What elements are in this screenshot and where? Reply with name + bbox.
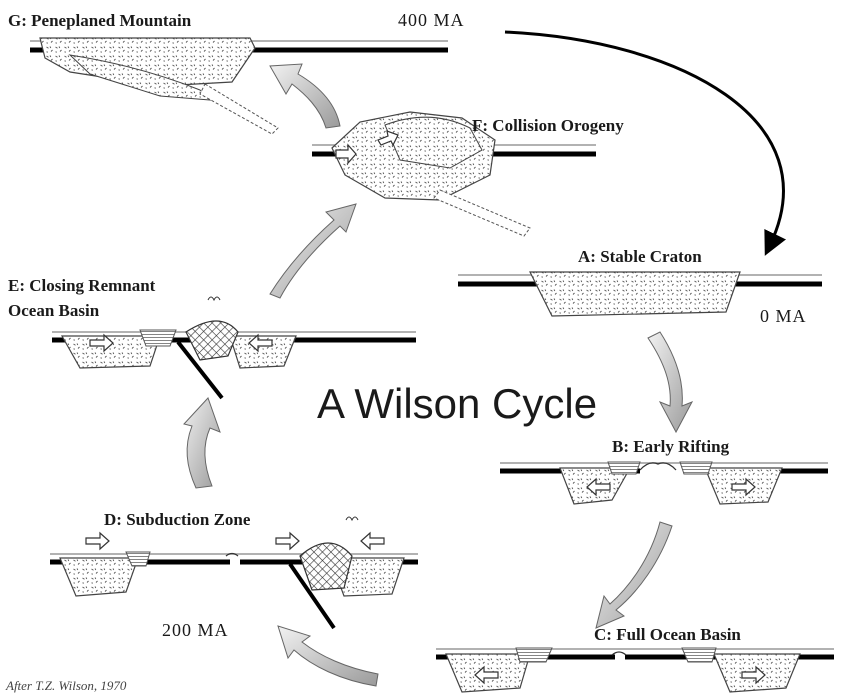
diagram-title: A Wilson Cycle: [317, 380, 597, 427]
stage-a-label: A: Stable Craton: [578, 247, 702, 266]
cycle-arrow-c-to-d: [278, 626, 378, 686]
push-arrow-icon: [276, 533, 299, 549]
stage-d-subduction-zone: D: Subduction Zone: [50, 510, 418, 628]
age-400-label: 400 MA: [398, 10, 465, 30]
stage-e-label-line1: E: Closing Remnant: [8, 276, 156, 295]
credit-text: After T.Z. Wilson, 1970: [5, 678, 127, 693]
stage-c-full-ocean-basin: C: Full Ocean Basin: [436, 625, 834, 692]
stage-e-label-line2: Ocean Basin: [8, 301, 100, 320]
stage-f-collision-orogeny: F: Collision Orogeny: [312, 112, 624, 236]
stage-d-label: D: Subduction Zone: [104, 510, 251, 529]
black-curved-arrow: [505, 32, 783, 245]
cycle-arrow-a-to-b: [648, 332, 692, 432]
age-0-label: 0 MA: [760, 306, 807, 326]
volcano-plume-icon: [346, 517, 358, 520]
push-arrow-icon: [361, 533, 384, 549]
stage-b-early-rifting: B: Early Rifting: [500, 437, 828, 504]
cycle-arrow-d-to-e: [184, 398, 220, 488]
stage-g-label: G: Peneplaned Mountain: [8, 11, 192, 30]
stage-c-label: C: Full Ocean Basin: [594, 625, 741, 644]
stage-g-peneplaned-mountain: G: Peneplaned Mountain: [8, 11, 448, 134]
stage-a-stable-craton: A: Stable Craton 0 MA: [458, 247, 822, 326]
stage-f-label: F: Collision Orogeny: [472, 116, 624, 135]
cycle-arrow-f-to-g: [270, 64, 340, 128]
volcano-plume-icon: [208, 297, 220, 300]
cycle-arrow-e-to-f: [270, 204, 356, 298]
stage-b-label: B: Early Rifting: [612, 437, 730, 456]
age-200-label: 200 MA: [162, 620, 229, 640]
push-arrow-icon: [86, 533, 109, 549]
cycle-arrow-b-to-c: [596, 522, 672, 628]
